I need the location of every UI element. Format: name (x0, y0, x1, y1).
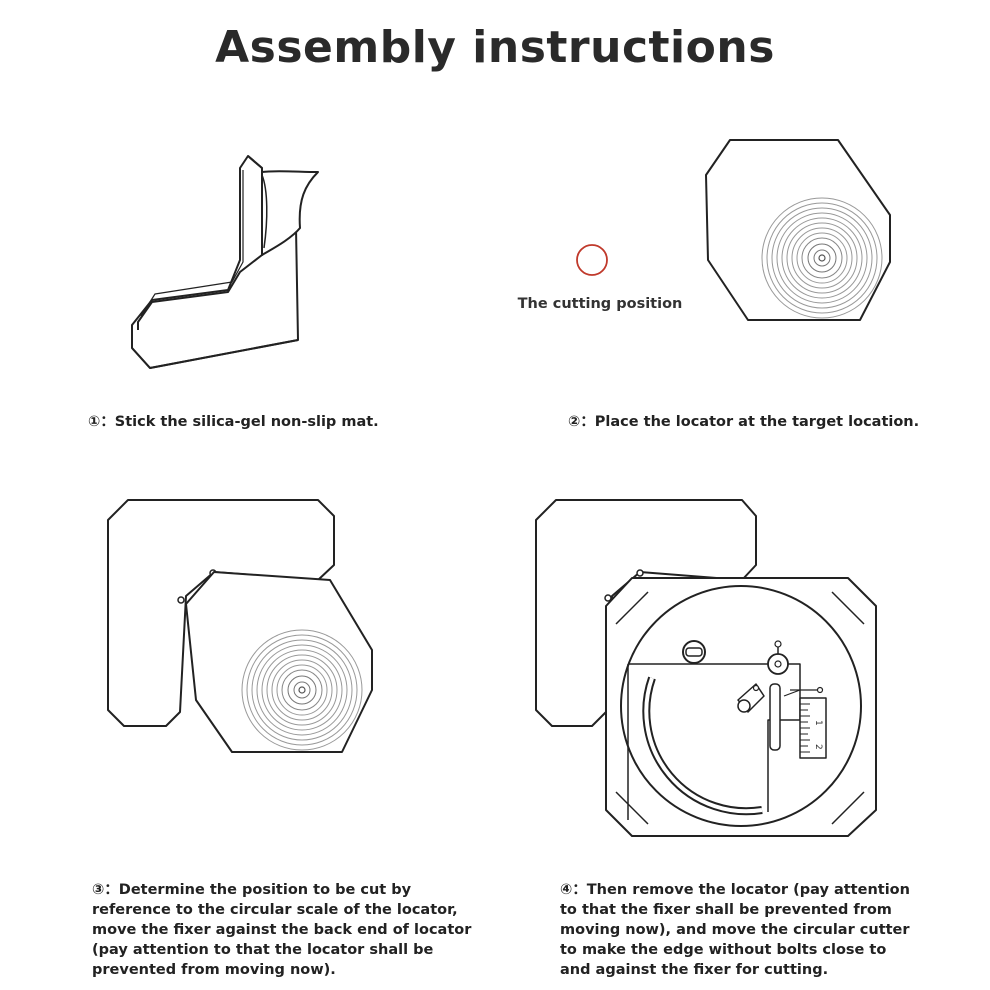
locator-illustration (185, 571, 373, 753)
circular-cutter-illustration (605, 577, 877, 837)
fixer-illustration (535, 499, 757, 727)
locator-illustration (705, 139, 891, 321)
cutting-position-marker (576, 244, 608, 276)
cutting-position-label: The cutting position (517, 296, 683, 312)
scale-number: 1 (813, 720, 823, 726)
step-2-caption: ②：Place the locator at the target locati… (568, 414, 920, 430)
page-title: Assembly instructions (215, 22, 775, 73)
step-1-caption: ①：Stick the silica-gel non-slip mat. (88, 414, 379, 430)
step-4-caption: ④：Then remove the locator (pay attention… (560, 882, 910, 978)
step-3-caption: ③：Determine the position to be cut by re… (92, 882, 472, 978)
mat-illustration (131, 155, 319, 369)
scale-number: 2 (813, 744, 823, 750)
